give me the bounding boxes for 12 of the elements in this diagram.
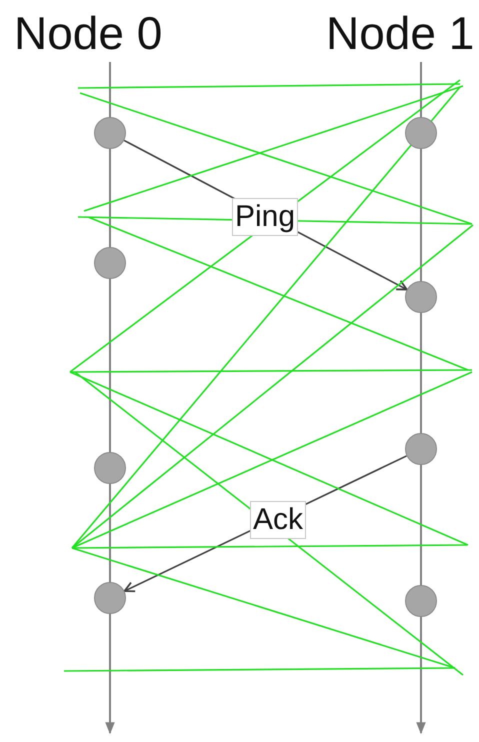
lifeline-heading: Node 0 <box>14 8 162 58</box>
event-circle <box>405 117 437 149</box>
event-circle <box>405 281 437 313</box>
event-circle <box>94 117 126 149</box>
event-circle <box>94 247 126 279</box>
edge-label: Ack <box>250 501 306 539</box>
event-circle <box>94 582 126 614</box>
edge-label: Ping <box>232 198 298 236</box>
event-circle <box>94 452 126 484</box>
event-circle <box>405 585 437 617</box>
lifeline-heading: Node 1 <box>326 8 474 58</box>
event-circle <box>405 433 437 465</box>
